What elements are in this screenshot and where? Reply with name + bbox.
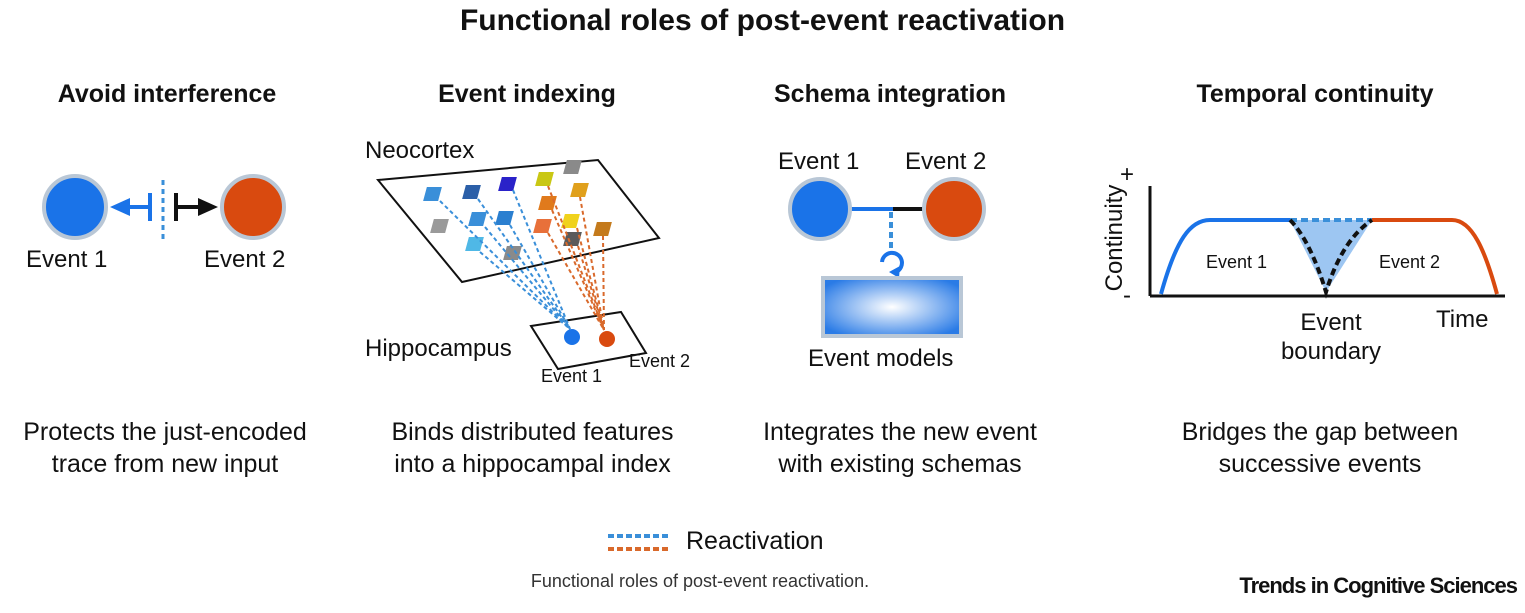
axis-plus-label: + (1120, 161, 1135, 188)
blue-reactivation-lines (439, 189, 571, 330)
time-axis-label: Time (1436, 306, 1489, 333)
axis-minus-label: - (1123, 282, 1131, 309)
event2-node (220, 174, 286, 240)
schema-event1-node (788, 177, 852, 241)
p3-description: Integrates the new event with existing s… (735, 416, 1065, 480)
boundary-dashed-dip (1288, 218, 1374, 299)
p2-event1-label: Event 1 (541, 366, 603, 386)
panel-title-schema-integration: Schema integration (774, 80, 1006, 108)
panel-temporal-continuity (1148, 186, 1505, 299)
p3-description-line2: with existing schemas (778, 450, 1022, 478)
cycle-icon (880, 250, 904, 274)
neocortex-plane (376, 158, 661, 284)
panel-event-indexing (376, 158, 661, 371)
p2-description-line2: into a hippocampal index (394, 450, 671, 478)
p2-description-line1: Binds distributed features (391, 418, 674, 446)
legend-label: Reactivation (686, 527, 824, 555)
event-models-box (821, 276, 963, 338)
panel-title-event-indexing: Event indexing (438, 80, 616, 108)
hippocampus-plane (529, 310, 648, 371)
hippocampus-event1-node (564, 329, 580, 345)
p2-description: Binds distributed features into a hippoc… (360, 416, 705, 480)
panel-title-temporal-continuity: Temporal continuity (1196, 80, 1434, 108)
panel-schema-integration (788, 177, 986, 338)
p1-event1-label: Event 1 (26, 246, 108, 273)
event1-curve (1159, 218, 1290, 295)
p1-description-line1: Protects the just-encoded (23, 418, 307, 446)
panel-title-avoid-interference: Avoid interference (57, 80, 277, 108)
event2-curve (1372, 218, 1499, 295)
event-boundary-line1: Event (1300, 309, 1362, 336)
event1-node (42, 174, 108, 240)
p3-event1-label: Event 1 (778, 148, 860, 175)
inhibit-arrow-black-head (198, 198, 218, 216)
p3-description-line1: Integrates the new event (763, 418, 1037, 446)
schema-event2-node (922, 177, 986, 241)
p4-description: Bridges the gap between successive event… (1155, 416, 1485, 480)
legend-swatches (608, 534, 668, 551)
event-models-label: Event models (808, 345, 954, 372)
p4-event2-label: Event 2 (1379, 252, 1441, 272)
figure-caption: Functional roles of post-event reactivat… (530, 571, 870, 591)
event-boundary-label: Event boundary (1266, 308, 1396, 366)
continuity-axis-label: Continuity (1101, 184, 1128, 292)
feature-squares (423, 160, 612, 260)
p1-description-line2: trace from new input (51, 450, 279, 478)
neocortex-label: Neocortex (365, 137, 475, 164)
panel-avoid-interference (42, 174, 286, 240)
event-boundary-line2: boundary (1280, 338, 1382, 365)
orange-reactivation-lines (547, 185, 605, 331)
hippocampus-label: Hippocampus (365, 335, 512, 362)
journal-brand: Trends in Cognitive Sciences (1239, 573, 1518, 598)
p1-description: Protects the just-encoded trace from new… (0, 416, 330, 480)
p4-event1-label: Event 1 (1206, 252, 1268, 272)
p1-event2-label: Event 2 (204, 246, 286, 273)
inhibit-arrow-blue-head (110, 198, 130, 216)
p2-event2-label: Event 2 (629, 351, 691, 371)
p3-event2-label: Event 2 (905, 148, 987, 175)
boundary-dip-fill (1290, 220, 1372, 292)
figure-title: Functional roles of post-event reactivat… (459, 4, 1066, 37)
hippocampus-event2-node (599, 331, 615, 347)
p4-description-line2: successive events (1218, 450, 1422, 478)
p4-description-line1: Bridges the gap between (1181, 418, 1459, 446)
